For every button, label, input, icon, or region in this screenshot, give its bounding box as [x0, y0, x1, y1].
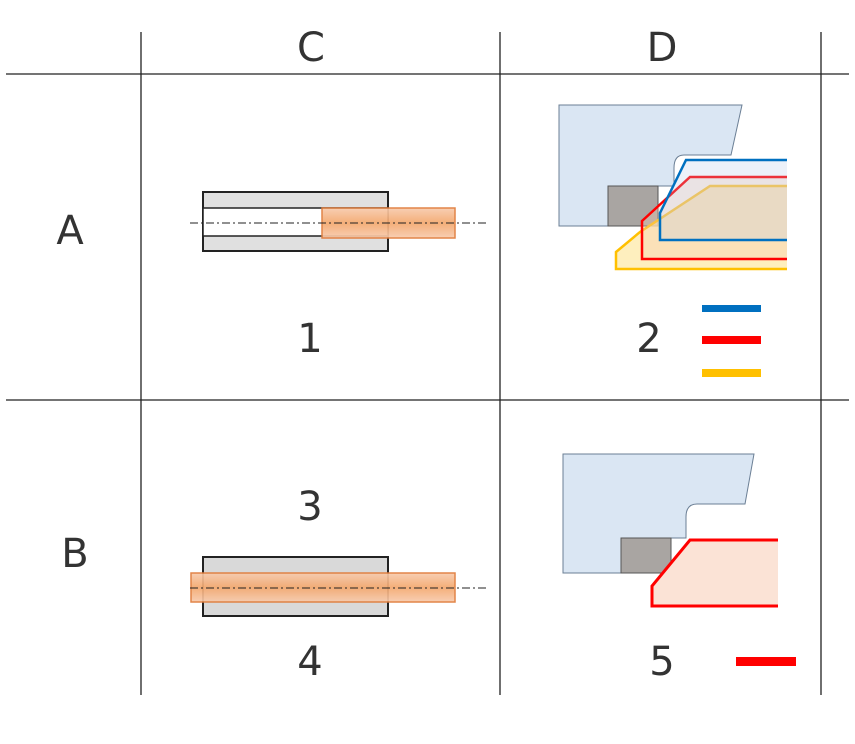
cell-label-2: 2 [636, 316, 661, 362]
legend-blue-line [702, 305, 761, 312]
legend-red-line [702, 336, 761, 344]
cell-label-3: 3 [297, 484, 322, 530]
cell-label-5: 5 [649, 639, 674, 685]
cell-label-4: 4 [297, 639, 322, 685]
table-grid [6, 32, 849, 695]
cell-label-1: 1 [297, 316, 322, 362]
legend-yellow-line [702, 369, 761, 377]
row-header-a: A [56, 208, 84, 254]
legend-red-line [736, 657, 796, 666]
diagram-b-d [562, 453, 796, 666]
red-profile [650, 538, 778, 608]
diagram-a-c [190, 191, 487, 252]
column-header-d: D [647, 25, 678, 71]
blue-profile [658, 158, 787, 242]
gray-block [620, 537, 672, 574]
row-header-b: B [61, 531, 88, 577]
red-profile [640, 175, 787, 261]
yellow-profile [614, 184, 787, 271]
column-header-c: C [297, 25, 325, 71]
diagram-a-d [558, 104, 787, 377]
diagram-b-c [190, 556, 487, 617]
